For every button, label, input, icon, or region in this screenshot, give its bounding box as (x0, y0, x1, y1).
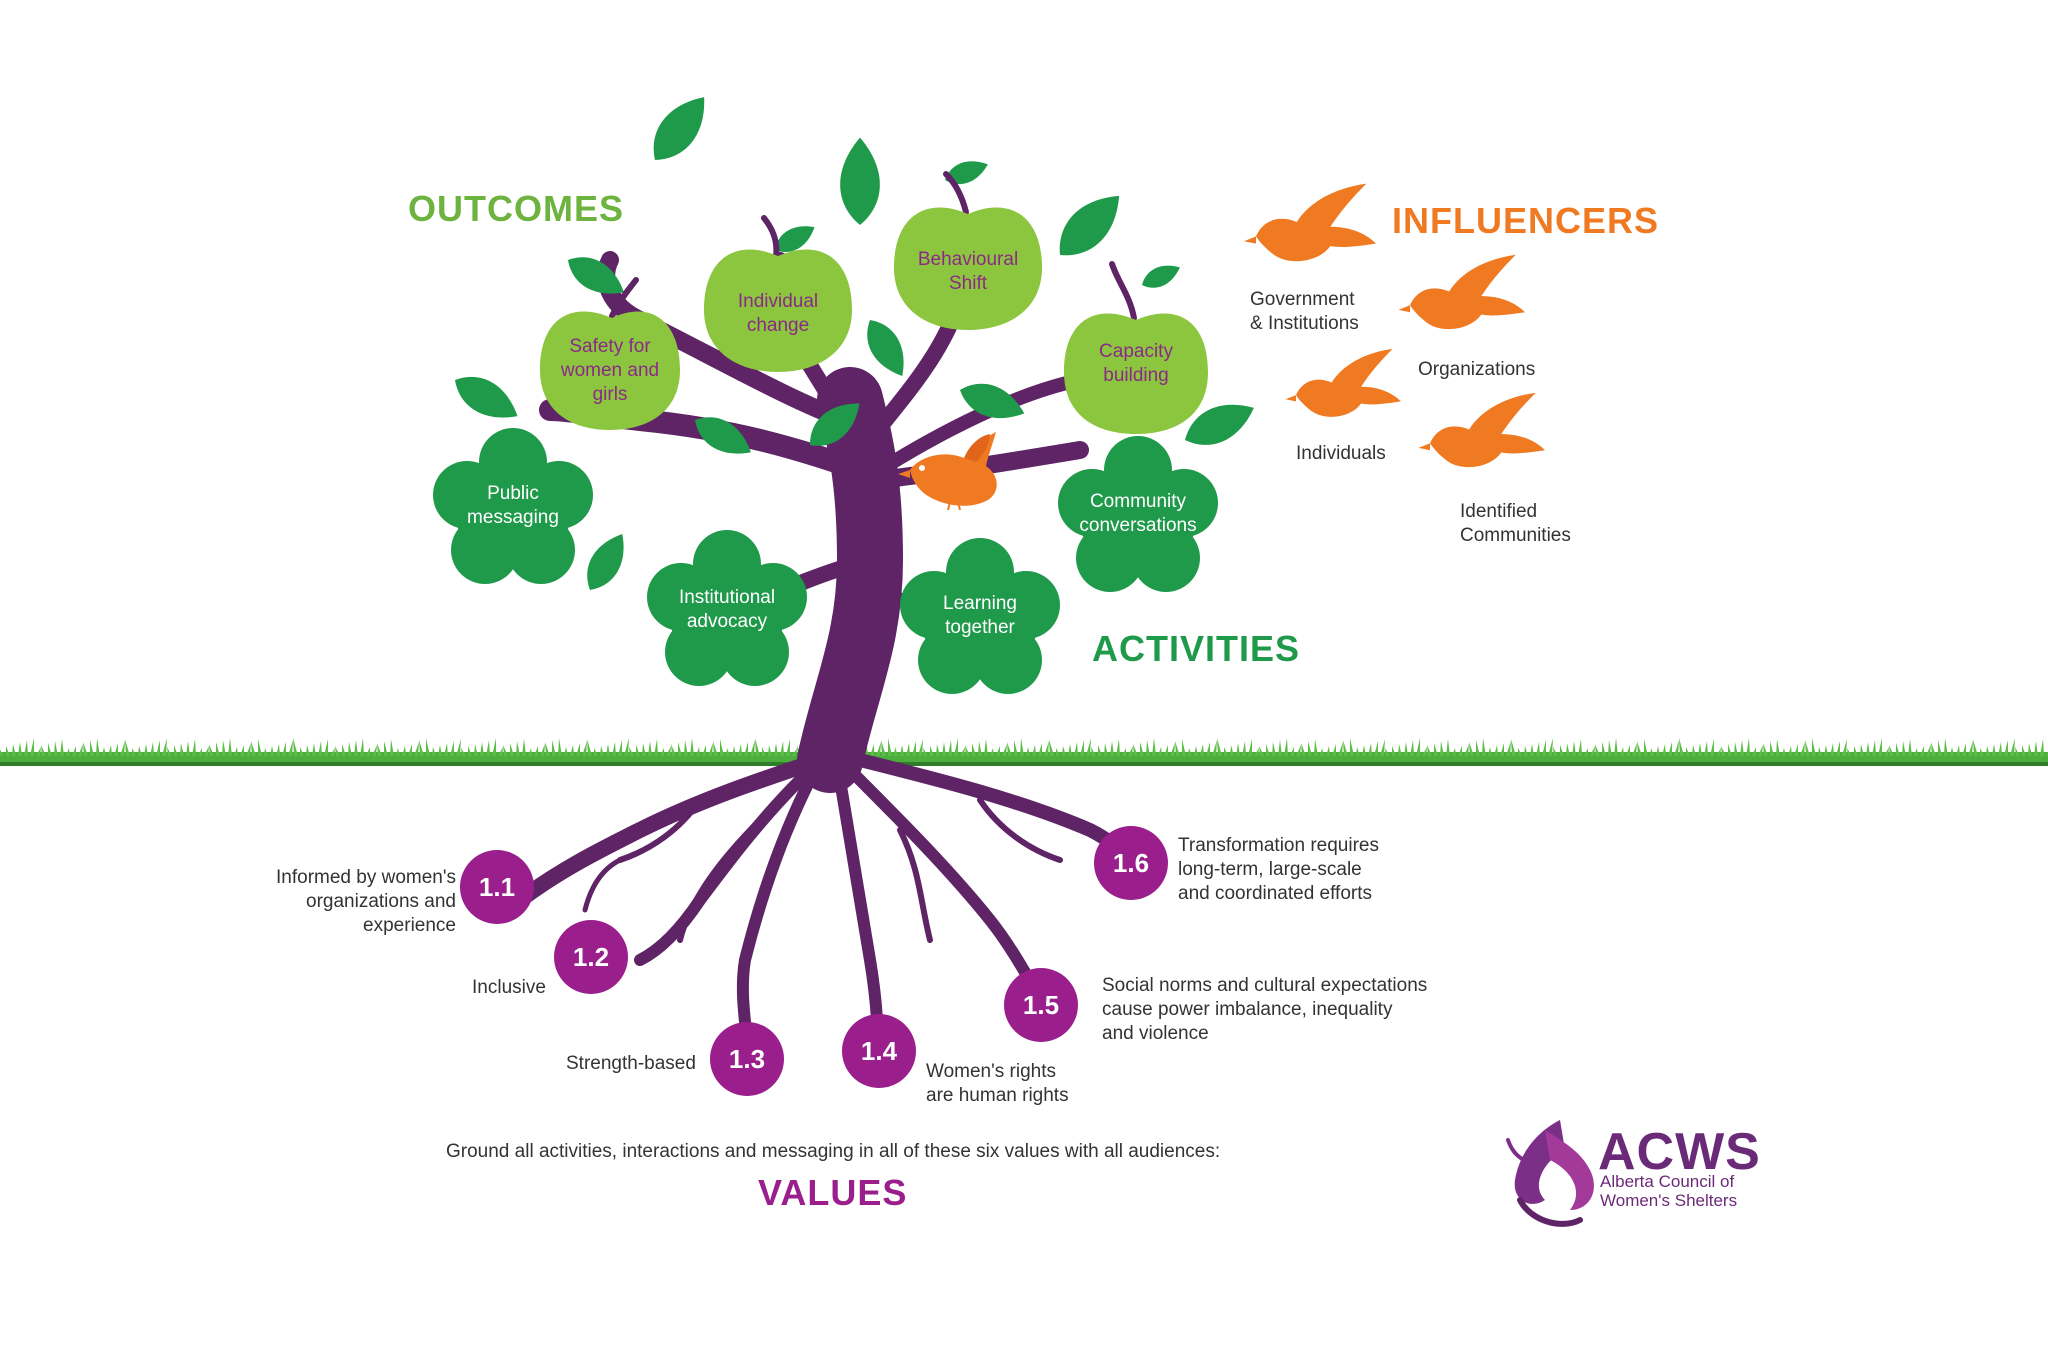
value-number-badge: 1.3 (710, 1022, 784, 1096)
values-instruction: Ground all activities, interactions and … (446, 1141, 1221, 1162)
activities-heading: ACTIVITIES (1092, 628, 1301, 669)
value-number-badge: 1.5 (1004, 968, 1078, 1042)
value-number-badge: 1.6 (1094, 826, 1168, 900)
bird-organizations-icon (1398, 254, 1525, 330)
apple-capacity-building (1064, 313, 1208, 434)
value-text: Strength-based (566, 1053, 696, 1074)
influencer-label: Government& Institutions (1250, 289, 1359, 334)
values-heading: VALUES (758, 1172, 908, 1213)
apple-behavioural-shift (894, 207, 1042, 330)
influencer-label: Individuals (1296, 443, 1386, 464)
acws-logo-icon (1506, 1120, 1594, 1227)
bird-government-icon (1244, 183, 1376, 262)
flower-public-messaging (433, 428, 593, 584)
value-number-badge: 1.1 (460, 850, 534, 924)
outcome-apples (540, 207, 1208, 434)
apple-individual-change (704, 249, 852, 372)
influencer-label: Organizations (1418, 359, 1536, 380)
value-number-badge: 1.2 (554, 920, 628, 994)
flower-community-conversations (1058, 436, 1218, 592)
flower-learning-together (900, 538, 1060, 694)
outcomes-heading: OUTCOMES (408, 188, 625, 229)
value-number-badge: 1.4 (842, 1014, 916, 1088)
logo-acronym: ACWS (1598, 1123, 1761, 1181)
activity-flowers (433, 428, 1218, 694)
apple-safety (540, 311, 680, 430)
bird-individuals-icon (1285, 348, 1401, 417)
influencers-heading: INFLUENCERS (1392, 200, 1660, 241)
value-text: Inclusive (472, 977, 546, 998)
grass-line (0, 738, 2048, 766)
flower-institutional-advocacy (647, 530, 807, 686)
bird-communities-icon (1418, 392, 1545, 468)
bird-on-branch-icon (898, 432, 997, 511)
